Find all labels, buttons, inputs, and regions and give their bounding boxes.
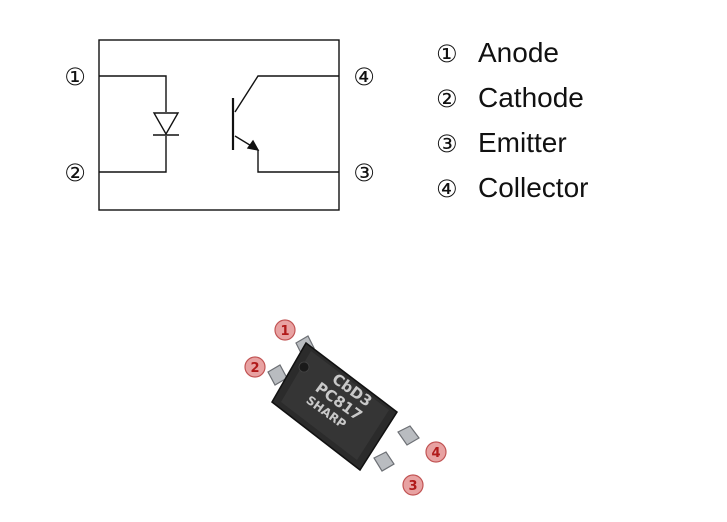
legend-name-4: Collector	[478, 172, 588, 203]
photo-pin-number-1: 1	[280, 324, 289, 339]
cathode-wire	[99, 136, 167, 173]
package-outline	[98, 39, 340, 211]
schematic	[98, 39, 340, 211]
emitter-arrow	[246, 139, 260, 151]
pin-label-3: ③	[353, 159, 375, 187]
chip-photo: CbD3 PC817 SHARP 1 2 4 3	[244, 319, 447, 496]
legend-symbol-4: ④	[436, 175, 458, 203]
photo-pin-marker-4: 4	[425, 441, 447, 463]
legend-name-3: Emitter	[478, 127, 567, 158]
led-symbol	[152, 112, 180, 136]
pin-symbol-4: ④	[353, 63, 375, 91]
photo-pin-marker-1: 1	[274, 319, 296, 341]
photo-pin-marker-2: 2	[244, 356, 266, 378]
pin-symbol-1: ①	[64, 63, 86, 91]
photo-pin-number-4: 4	[431, 446, 440, 461]
legend-symbol-3: ③	[436, 130, 458, 158]
legend-symbol-1: ①	[436, 40, 458, 68]
legend-name-2: Cathode	[478, 82, 584, 113]
pin-label-2: ②	[64, 159, 86, 187]
pin-symbol-2: ②	[64, 159, 86, 187]
chip-lead-4	[397, 425, 420, 446]
emitter-wire	[234, 135, 339, 173]
pin-symbol-3: ③	[353, 159, 375, 187]
legend-name-1: Anode	[478, 37, 559, 68]
pin1-dot	[298, 361, 310, 373]
collector-wire	[234, 75, 339, 113]
pin-label-1: ①	[64, 63, 86, 91]
photo-pin-marker-3: 3	[402, 474, 424, 496]
pin-label-4: ④	[353, 63, 375, 91]
anode-wire	[99, 75, 167, 112]
chip-top-face	[281, 351, 389, 460]
photo-pin-number-3: 3	[408, 479, 417, 494]
pin-legend: ① Anode ② Cathode ③ Emitter ④ Collector	[436, 37, 588, 203]
photo-pin-number-2: 2	[250, 361, 259, 376]
chip-lead-3	[373, 451, 395, 472]
legend-symbol-2: ②	[436, 85, 458, 113]
